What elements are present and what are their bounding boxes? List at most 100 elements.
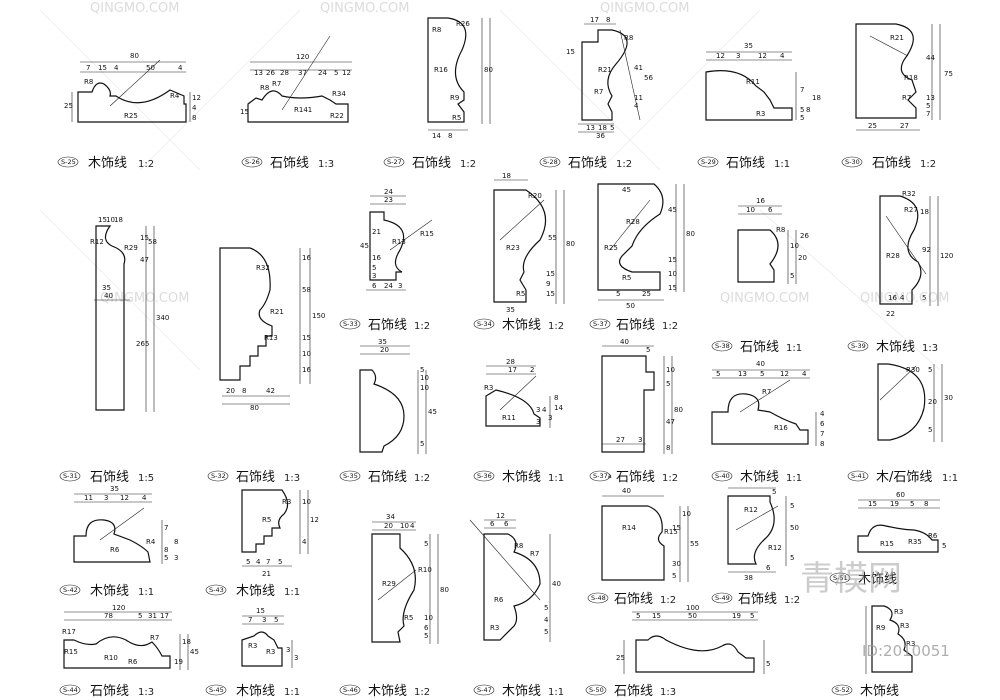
profile-code: S-30 bbox=[845, 158, 860, 166]
profile-code: S-27 bbox=[387, 158, 402, 166]
dimension-label: 3 bbox=[174, 554, 178, 562]
profile-name: 石饰线 bbox=[616, 318, 655, 333]
profile-s52: R9 R3 R3 R3 bbox=[865, 605, 915, 674]
profile-caption: S-31 石饰线 1:5 bbox=[59, 470, 154, 485]
dimension-label: 4 bbox=[802, 370, 807, 378]
dimension-label: 4 bbox=[114, 64, 119, 72]
dimension-label: 42 bbox=[266, 387, 275, 395]
dimension-label: 5 bbox=[750, 612, 754, 620]
profile-code: S-46 bbox=[343, 686, 358, 694]
profile-s37a: 40 5 10 5 47 80 8 27 3 bbox=[601, 338, 683, 454]
dimension-label: 40 bbox=[622, 487, 631, 495]
watermark-brand-text: 青模网 bbox=[800, 559, 902, 599]
dimension-label: 7 bbox=[800, 86, 804, 94]
profile-code: S-34 bbox=[477, 320, 492, 328]
dimension-label: 5 bbox=[420, 366, 424, 374]
dimension-label: 16 bbox=[756, 197, 765, 205]
profile-code: S-29 bbox=[701, 158, 716, 166]
dimension-label: R141 bbox=[294, 106, 312, 114]
watermark-text: QINGMO.COM bbox=[100, 291, 189, 306]
dimension-label: 6 bbox=[490, 520, 495, 528]
profile-name: 木饰线 bbox=[502, 318, 541, 333]
dimension-label: 5 bbox=[138, 612, 142, 620]
dimension-label: R9 bbox=[876, 624, 885, 632]
profile-scale: 1:3 bbox=[660, 687, 676, 698]
dimension-label: 27 bbox=[900, 122, 909, 130]
dimension-label: 5 bbox=[790, 502, 794, 510]
dimension-label: 4 bbox=[820, 410, 825, 418]
dimension-label: 15 bbox=[256, 607, 265, 615]
dimension-label: 3 bbox=[638, 436, 642, 444]
dimension-label: R4 bbox=[170, 92, 180, 100]
profile-name: 石饰线 bbox=[412, 156, 451, 171]
dimension-label: 20 bbox=[798, 254, 807, 262]
dimension-label: 8 bbox=[924, 500, 928, 508]
dimension-label: 15 bbox=[668, 256, 677, 264]
dimension-label: 15 bbox=[302, 334, 311, 342]
dimension-label: 40 bbox=[756, 360, 765, 368]
profile-scale: 1:3 bbox=[284, 473, 300, 484]
profile-name: 石饰线 bbox=[738, 592, 777, 607]
dimension-label: 15 bbox=[140, 234, 149, 242]
profile-scale: 1:3 bbox=[922, 343, 938, 354]
profile-scale: 1:1 bbox=[786, 343, 802, 354]
profile-code: S-25 bbox=[61, 158, 76, 166]
profile-code: S-36 bbox=[477, 472, 492, 480]
profile-code: S-44 bbox=[63, 686, 78, 694]
dimension-label: 15 bbox=[98, 216, 107, 224]
dimension-label: 17 bbox=[508, 366, 517, 374]
profile-name: 木饰线 bbox=[502, 470, 541, 485]
profile-caption: S-37 石饰线 1:2 bbox=[589, 318, 678, 333]
dimension-label: 25 bbox=[868, 122, 877, 130]
dimension-label: 15 bbox=[546, 270, 555, 278]
dimension-label: 80 bbox=[130, 52, 139, 60]
dimension-label: 8 bbox=[820, 440, 824, 448]
dimension-label: 75 bbox=[944, 70, 953, 78]
dimension-label: 18 bbox=[598, 124, 607, 132]
profile-scale: 1:1 bbox=[138, 587, 154, 598]
dimension-label: 5 bbox=[544, 628, 548, 636]
dimension-label: 18 bbox=[920, 208, 929, 216]
profile-caption: S-33 石饰线 1:2 bbox=[339, 318, 430, 333]
profile-code: S-41 bbox=[851, 472, 866, 480]
dimension-label: 5 bbox=[666, 380, 670, 388]
dimension-label: R25 bbox=[124, 112, 138, 120]
profile-scale: 1:2 bbox=[414, 473, 430, 484]
profile-scale: 1:3 bbox=[138, 687, 154, 698]
dimension-label: 16 bbox=[302, 366, 311, 374]
dimension-label: R5 bbox=[622, 274, 631, 282]
dimension-label: 5 bbox=[790, 272, 794, 280]
dimension-label: 100 bbox=[686, 604, 699, 612]
dimension-label: 4 bbox=[256, 558, 261, 566]
watermark-layer: QINGMO.COM QINGMO.COM QINGMO.COM QINGMO.… bbox=[39, 1, 949, 371]
dimension-label: R29 bbox=[382, 580, 396, 588]
profile-s30: R21 R18 R7 44 75 13 25 27 7 5 bbox=[855, 23, 953, 131]
dimension-label: 7 bbox=[248, 616, 252, 624]
dimension-label: 44 bbox=[926, 54, 935, 62]
profile-caption: S-43 木饰线 1:1 bbox=[205, 584, 300, 599]
dimension-label: 80 bbox=[484, 66, 493, 74]
watermark-text: QINGMO.COM bbox=[90, 1, 179, 16]
profile-name: 石饰线 bbox=[270, 156, 309, 171]
dimension-label: 8 bbox=[242, 387, 246, 395]
dimension-label: 8 bbox=[164, 546, 168, 554]
dimension-label: R7 bbox=[902, 94, 911, 102]
dimension-label: 15 bbox=[652, 612, 661, 620]
profile-scale: 1:2 bbox=[414, 687, 430, 698]
dimension-label: R5 bbox=[262, 516, 271, 524]
profile-caption: S-28 石饰线 1:2 bbox=[539, 156, 632, 171]
dimension-label: R4 bbox=[146, 538, 156, 546]
profile-s33: 24 23 R13 R15 45 21 16 5 3 24 6 3 bbox=[360, 188, 434, 291]
profile-code: S-35 bbox=[343, 472, 358, 480]
dimension-label: 3 bbox=[536, 418, 540, 426]
profile-caption: S-25 木饰线 1:2 bbox=[57, 156, 154, 171]
profile-s34: 18 R20 R23 55 80 15 9 15 R5 35 bbox=[493, 172, 575, 314]
profile-code: S-38 bbox=[715, 342, 730, 350]
profile-scale: 1:2 bbox=[548, 321, 564, 332]
profile-s39: R27 18 R28 92 120 5 16 4 22 R32 bbox=[879, 190, 953, 318]
dimension-label: R20 bbox=[528, 192, 542, 200]
dimension-label: 8 bbox=[448, 132, 452, 140]
profile-name: 石饰线 bbox=[368, 470, 407, 485]
profile-name: 石饰线 bbox=[614, 592, 653, 607]
dimension-label: 80 bbox=[674, 406, 683, 414]
